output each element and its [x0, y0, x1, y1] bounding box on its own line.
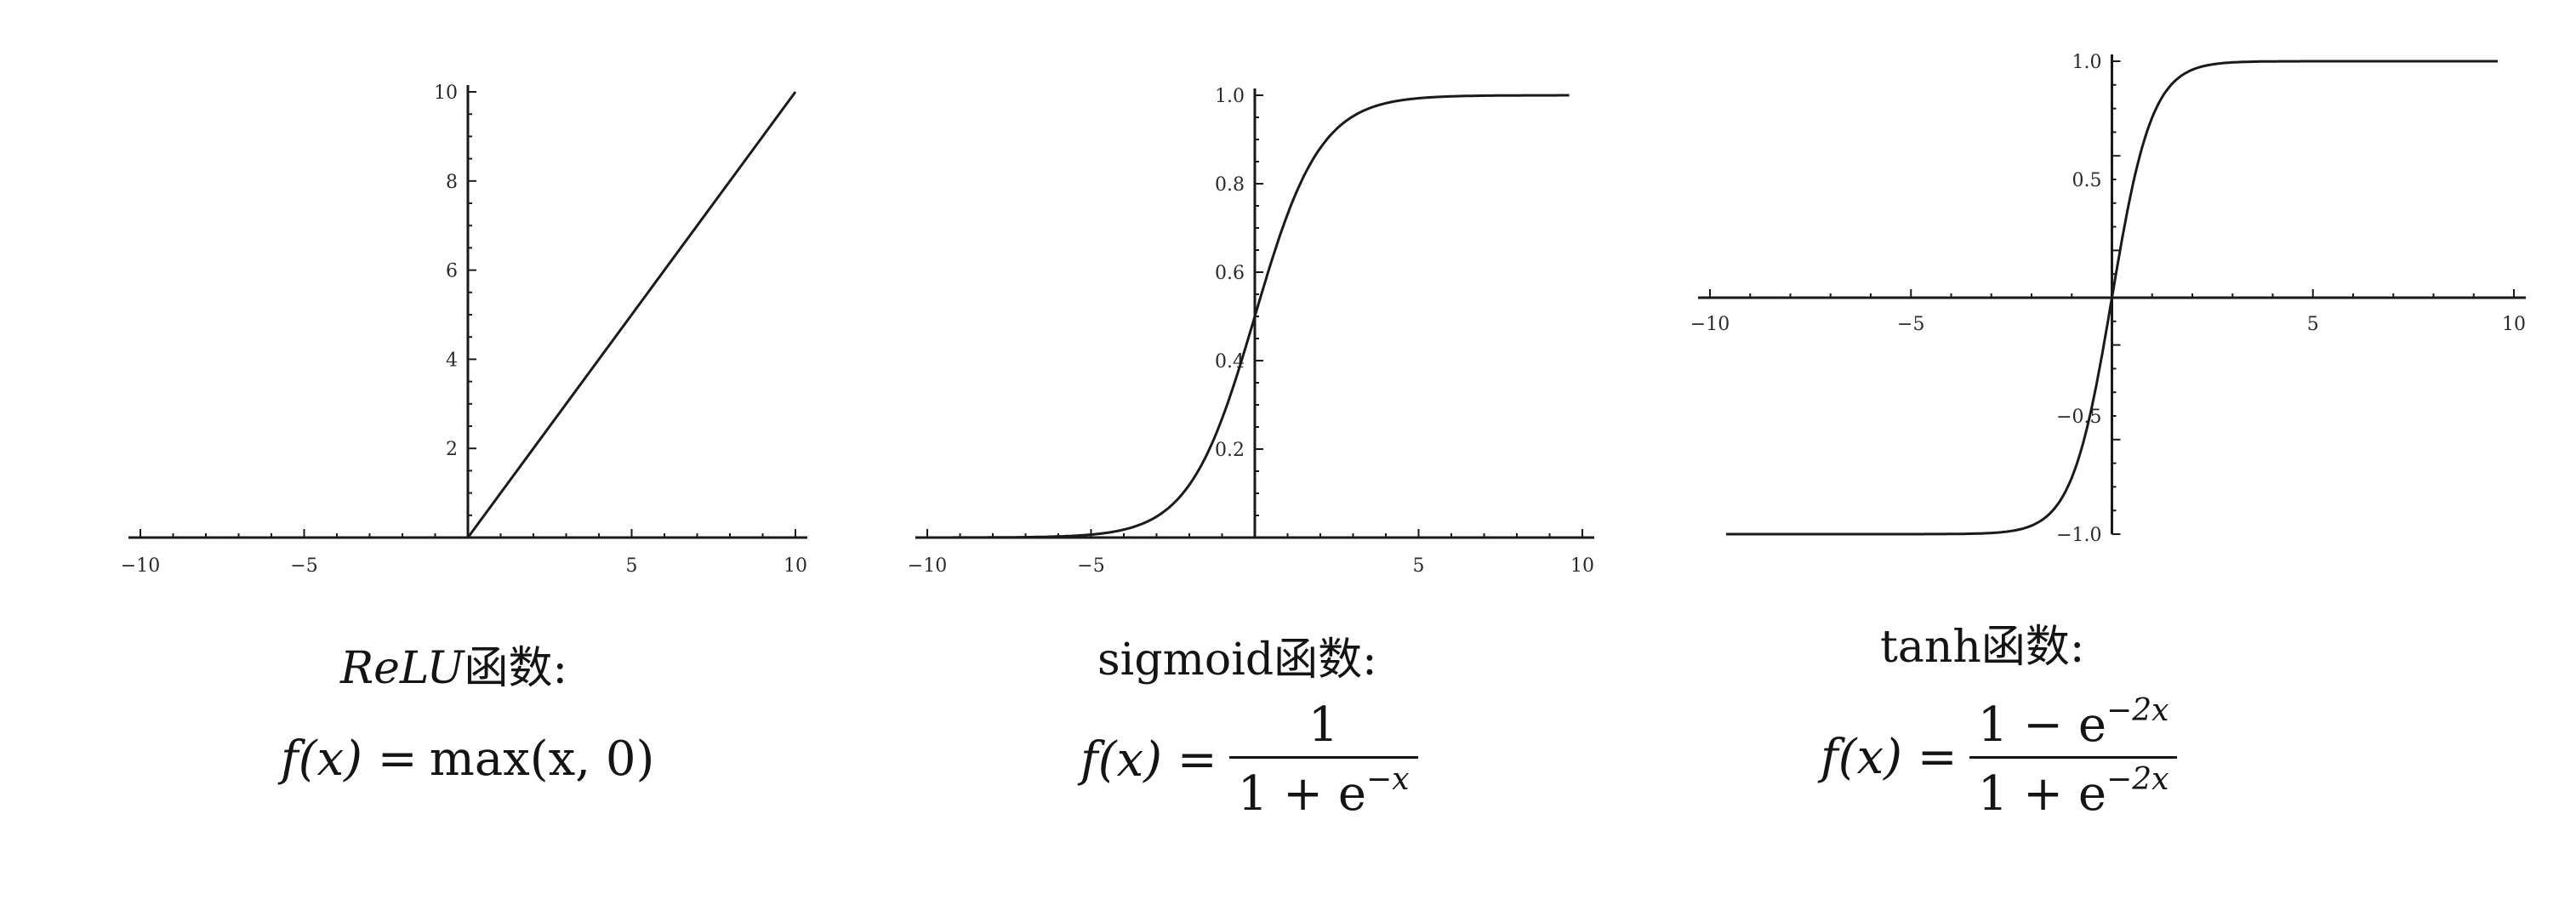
relu-y-tick-label: 6 [446, 261, 458, 282]
relu-suffix: 函数: [464, 643, 567, 694]
tanh-x-tick-label: 5 [2307, 314, 2319, 335]
relu-formula-rhs: max(x, 0) [429, 731, 655, 787]
tanh-formula-lhs: f(x) = [1821, 730, 1958, 785]
tanh-suffix: 函数: [1980, 622, 2085, 673]
relu-name: ReLU [340, 643, 464, 694]
tanh-curve [1725, 60, 2499, 536]
relu-x-tick-label: −10 [121, 555, 160, 577]
sigmoid-formula: f(x) = 1 1 + e−x [1080, 697, 1418, 822]
sigmoid-y-tick-label: 0.6 [1215, 263, 1245, 284]
tanh-x-tick-label: −5 [1897, 314, 1924, 335]
sigmoid-den-base: 1 + e [1237, 766, 1367, 822]
relu-x-tick-label: 5 [626, 555, 638, 577]
relu-y-tick-label: 10 [434, 83, 458, 104]
relu-x-tick-label: 10 [784, 555, 807, 577]
sigmoid-y-tick-label: 0.8 [1215, 174, 1245, 196]
sigmoid-suffix: 函数: [1274, 635, 1377, 686]
sigmoid-formula-lhs: f(x) = [1080, 731, 1217, 788]
tanh-caption: tanh函数: [1880, 625, 2084, 669]
relu-x-tick-label: −5 [290, 555, 317, 577]
sigmoid-y-tick-label: 0.2 [1215, 440, 1245, 461]
sigmoid-name: sigmoid [1097, 635, 1274, 686]
relu-formula-lhs: f(x) = [281, 731, 418, 787]
tanh-formula: f(x) = 1 − e−2x 1 + e−2x [1821, 693, 2178, 822]
sigmoid-fraction: 1 1 + e−x [1228, 697, 1418, 822]
sigmoid-caption: sigmoid函数: [1097, 638, 1377, 682]
relu-y-tick-label: 4 [446, 350, 458, 371]
tanh-y-tick-label: −1.0 [2056, 525, 2101, 546]
tanh-name: tanh [1880, 622, 1981, 673]
sigmoid-denominator: 1 + e−x [1228, 756, 1418, 822]
relu-caption: ReLU函数: [340, 646, 567, 691]
sigmoid-den-exp: −x [1366, 762, 1410, 797]
tanh-num-exp: −2x [2106, 693, 2169, 728]
tanh-x-tick-label: −10 [1690, 314, 1730, 335]
relu-curve [466, 91, 797, 538]
tanh-num-base: 1 − e [1977, 697, 2107, 753]
sigmoid-x-tick-label: 5 [1413, 555, 1425, 577]
tanh-y-tick-label: −0.5 [2056, 407, 2101, 428]
tanh-denominator: 1 + e−2x [1969, 756, 2178, 822]
sigmoid-curve [927, 94, 1570, 539]
sigmoid-y-tick-label: 1.0 [1215, 86, 1245, 107]
tanh-den-base: 1 + e [1977, 766, 2107, 822]
tanh-x-tick-label: 10 [2502, 314, 2526, 335]
sigmoid-x-tick-label: 10 [1570, 555, 1594, 577]
sigmoid-numerator: 1 [1308, 697, 1339, 753]
tanh-y-tick-label: 1.0 [2072, 52, 2102, 73]
relu-y-tick-label: 2 [446, 439, 458, 460]
sigmoid-x-tick-label: −10 [908, 555, 947, 577]
tanh-numerator: 1 − e−2x [1969, 693, 2178, 756]
sigmoid-x-tick-label: −5 [1077, 555, 1104, 577]
relu-y-tick-label: 8 [446, 172, 458, 193]
tanh-y-tick-label: 0.5 [2072, 170, 2102, 191]
relu-formula: f(x) = max(x, 0) [281, 731, 654, 787]
tanh-den-exp: −2x [2106, 762, 2169, 797]
tanh-fraction: 1 − e−2x 1 + e−2x [1969, 693, 2178, 822]
